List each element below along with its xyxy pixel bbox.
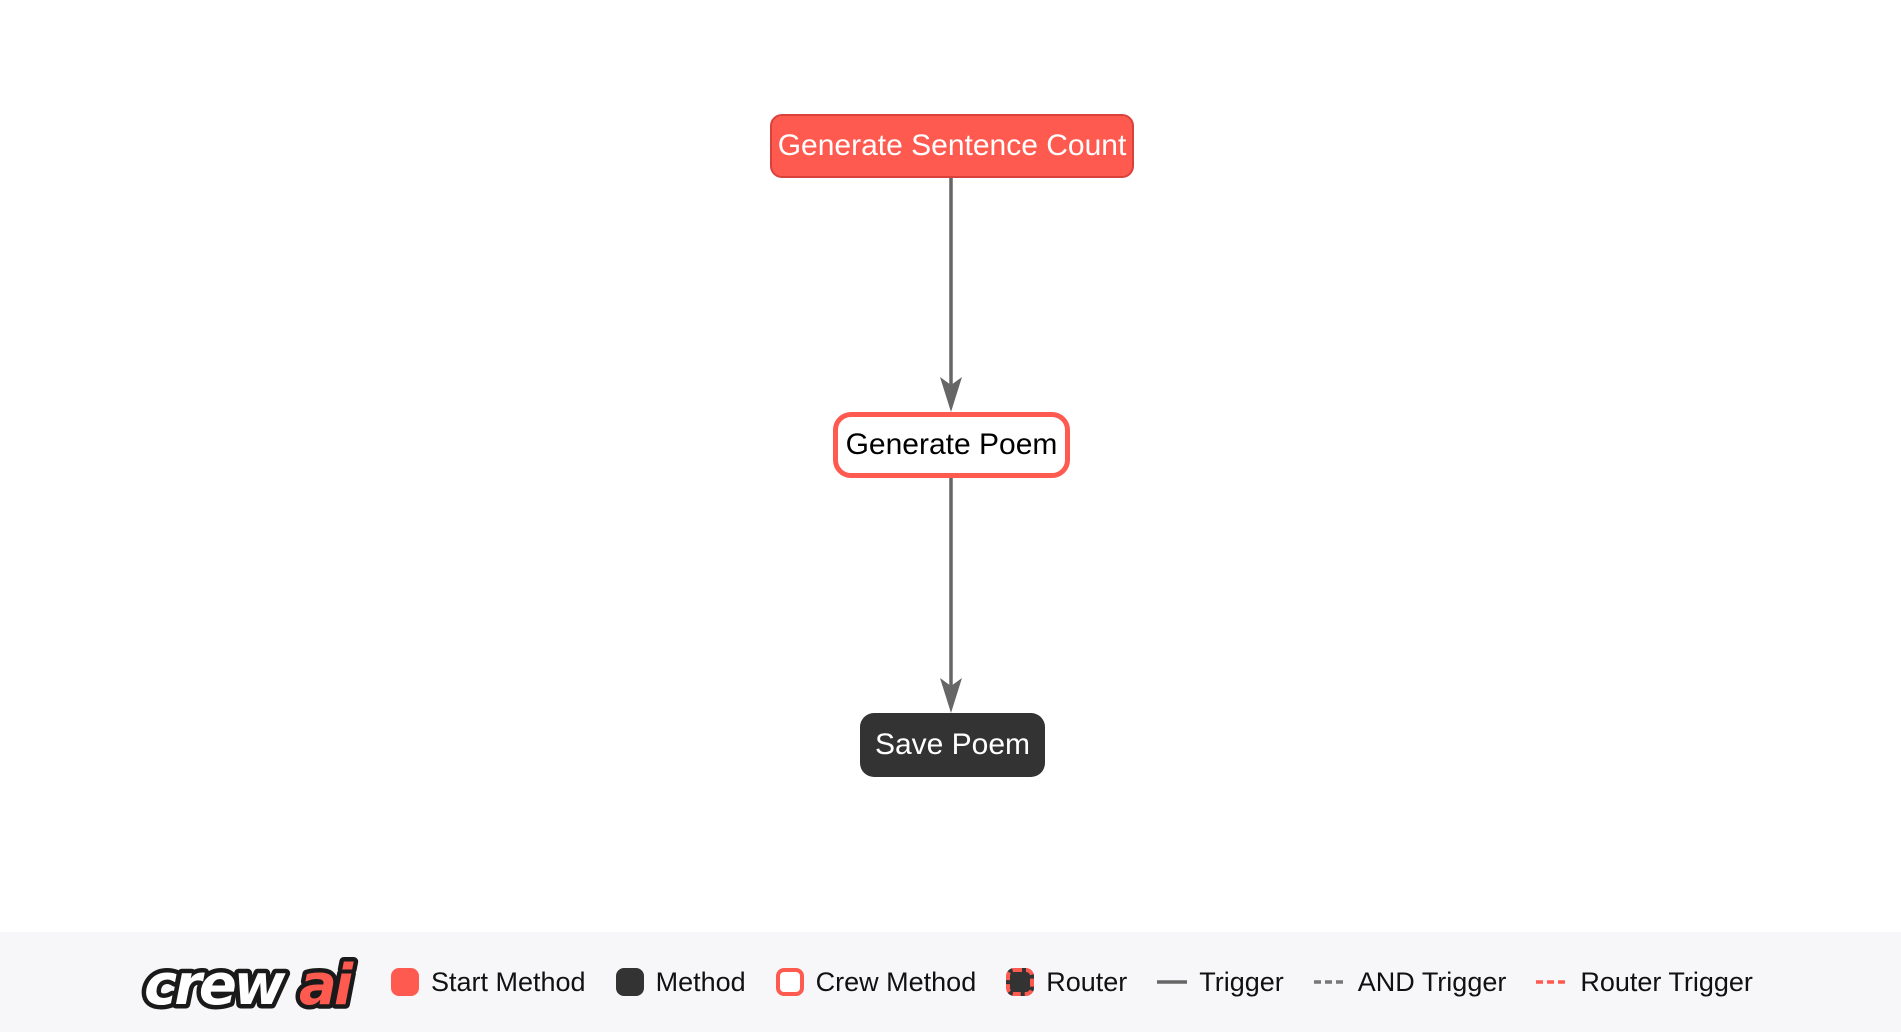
legend-label: Start Method <box>431 966 586 997</box>
legend-label: Method <box>655 966 746 997</box>
crewai-logo: crew ai <box>140 949 361 1023</box>
start-method-swatch-icon <box>391 968 419 996</box>
legend-label: Router <box>1046 966 1128 997</box>
legend-label: Trigger <box>1199 966 1284 997</box>
method-swatch-icon <box>615 968 644 996</box>
legend-item-crew-method: Crew Method <box>775 966 977 998</box>
and-trigger-line-icon <box>1313 980 1346 984</box>
legend-item-start-method: Start Method <box>391 967 586 998</box>
legend-label: Router Trigger <box>1580 966 1753 997</box>
legend-item-router-trigger: Router Trigger <box>1536 967 1753 998</box>
node-label: Generate Poem <box>845 428 1058 461</box>
legend-label: AND Trigger <box>1357 966 1507 997</box>
node-generate-sentence-count[interactable]: Generate Sentence Count <box>770 114 1134 178</box>
legend-label: Crew Method <box>815 966 977 997</box>
legend-item-trigger: Trigger <box>1157 967 1284 998</box>
trigger-edge <box>940 478 962 713</box>
flow-canvas[interactable]: Generate Sentence Count Generate Poem Sa… <box>0 0 1901 932</box>
trigger-edge <box>940 178 962 412</box>
trigger-line-icon <box>1157 980 1188 984</box>
node-save-poem[interactable]: Save Poem <box>860 713 1045 777</box>
legend-item-and-trigger: AND Trigger <box>1313 966 1507 998</box>
router-trigger-line-icon <box>1536 980 1569 984</box>
crew-method-swatch-icon <box>775 968 804 996</box>
legend-item-method: Method <box>615 966 746 998</box>
legend-item-router: Router <box>1006 967 1127 998</box>
node-generate-poem[interactable]: Generate Poem <box>833 412 1070 478</box>
svg-text:crew ai: crew ai <box>144 953 354 1018</box>
node-label: Save Poem <box>874 728 1031 761</box>
node-label: Generate Sentence Count <box>777 129 1127 162</box>
legend-bar: crew ai Start Method Method Crew Method … <box>0 932 1901 1032</box>
router-swatch-icon <box>1006 968 1035 996</box>
